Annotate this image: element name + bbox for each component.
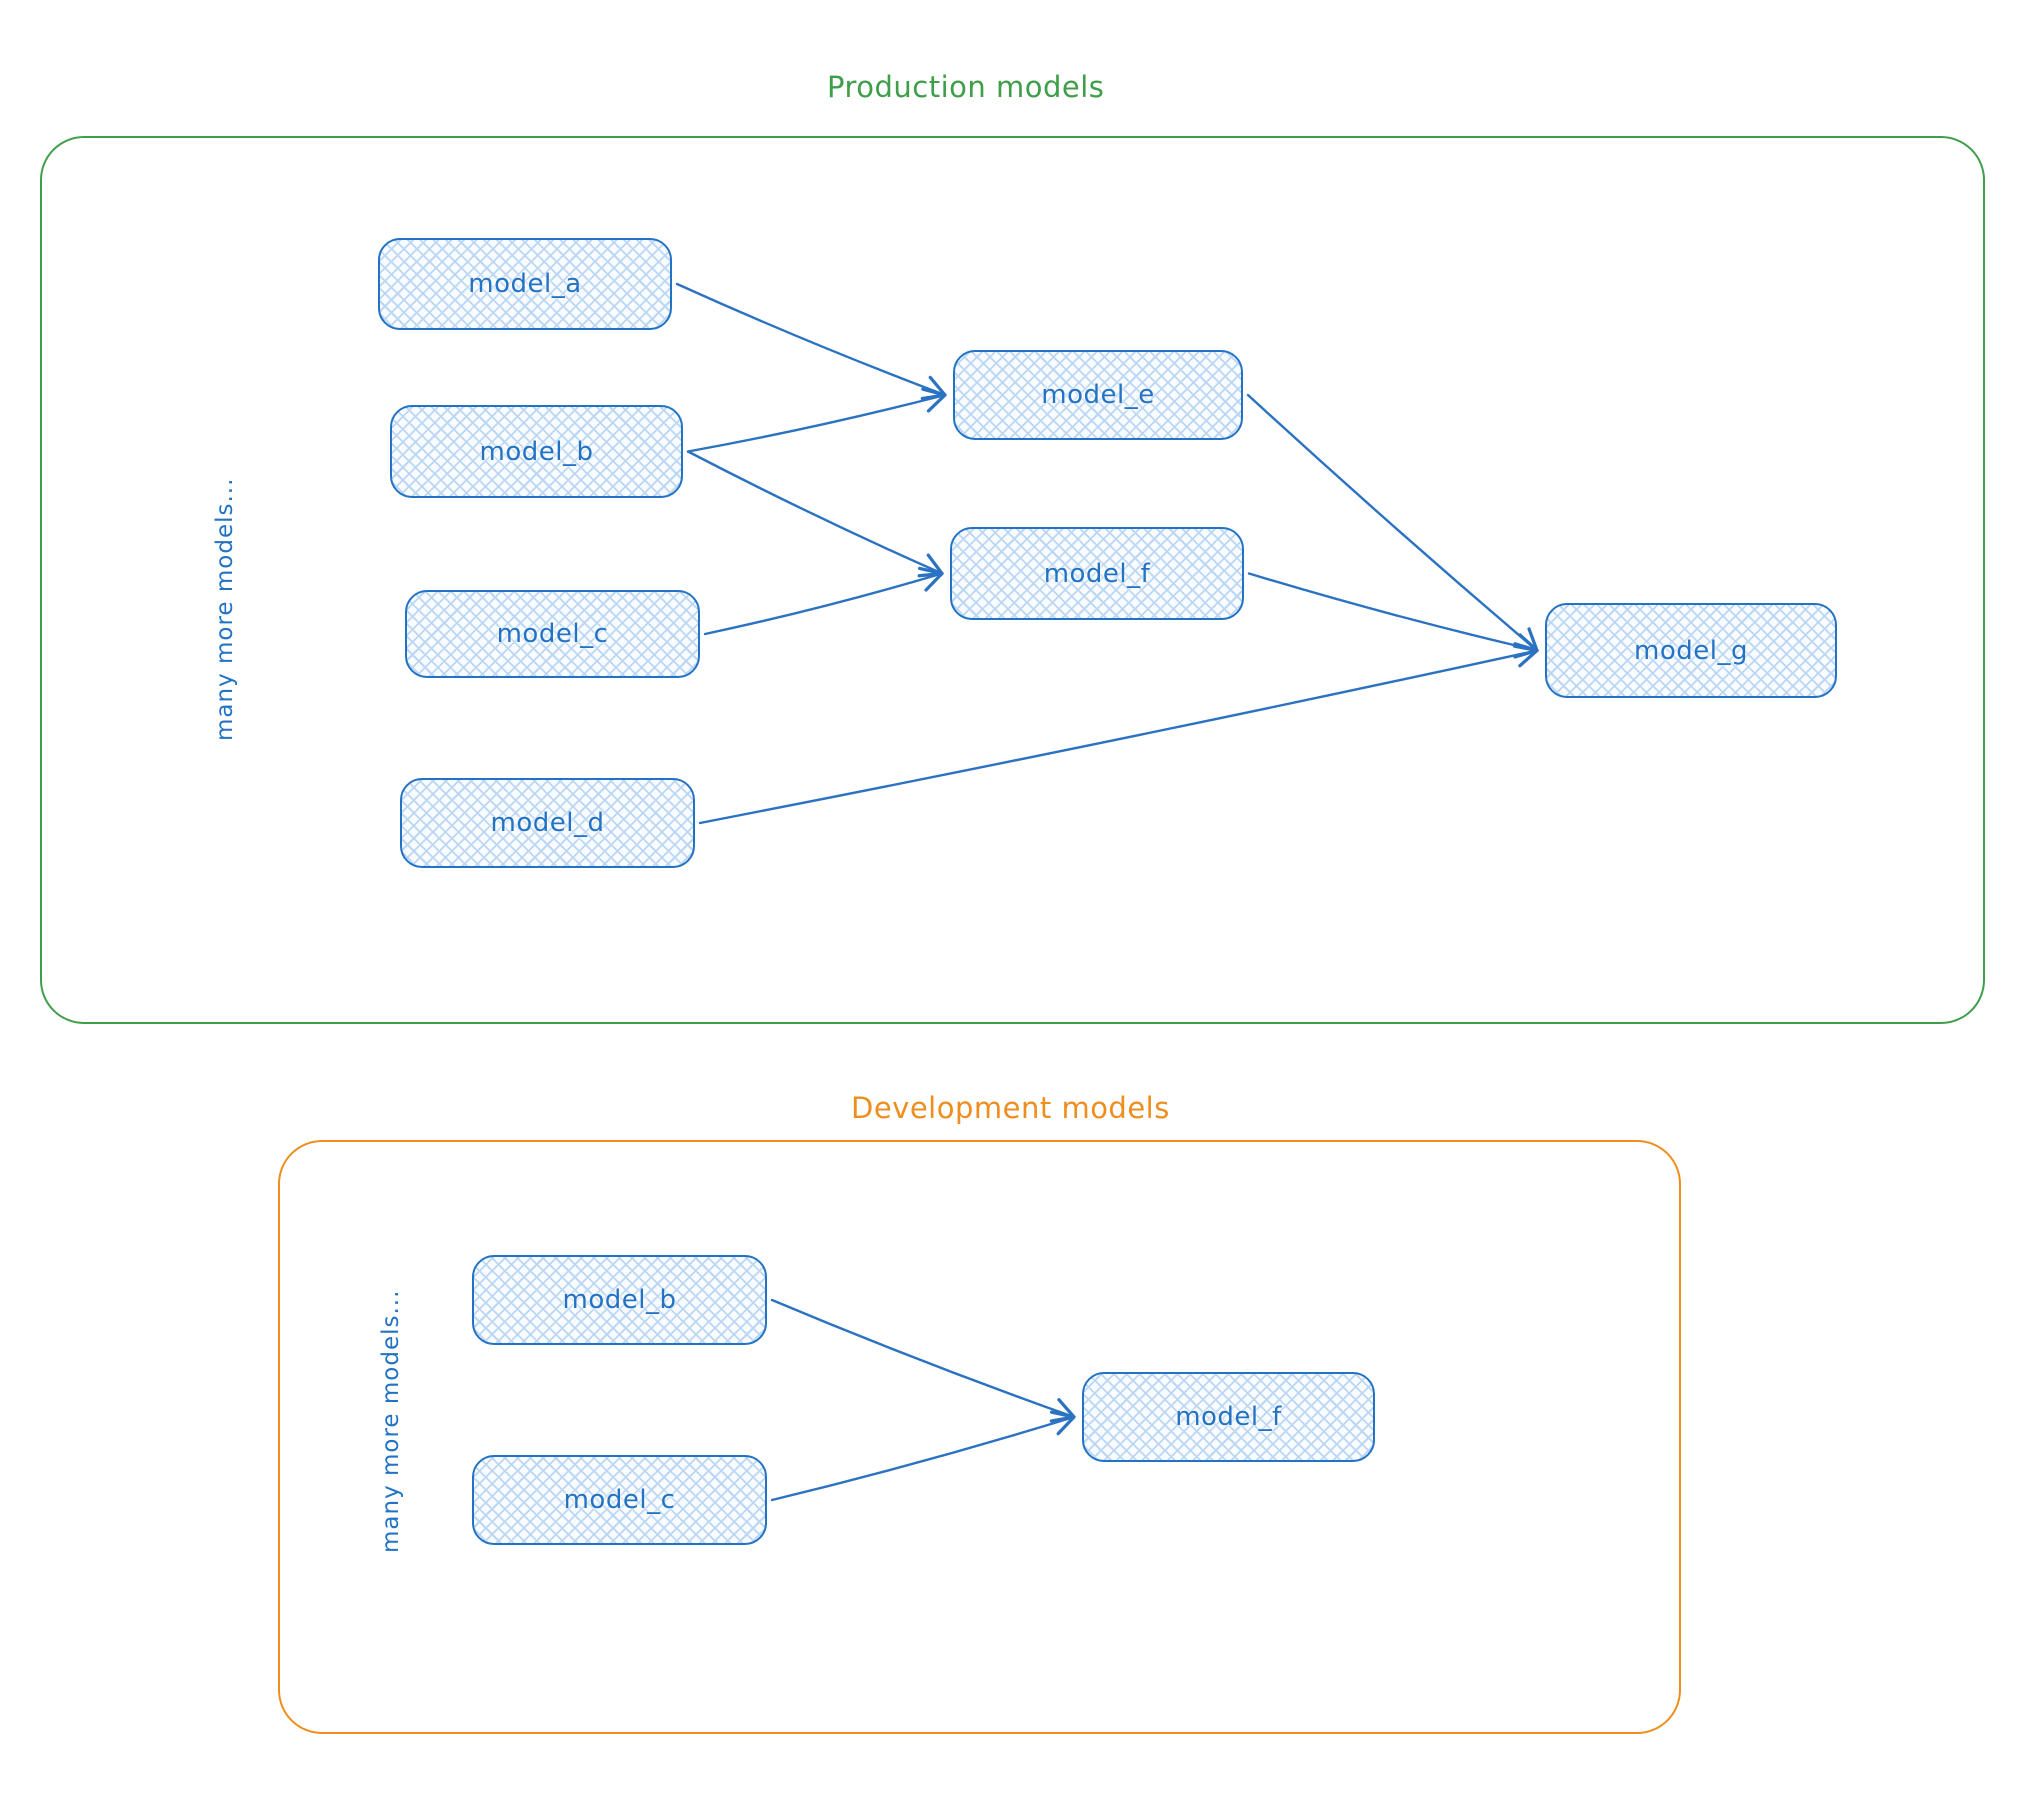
node-production-model-d[interactable]: model_d bbox=[400, 778, 695, 868]
development-frame bbox=[278, 1140, 1681, 1734]
node-label: model_a bbox=[468, 269, 582, 299]
production-frame bbox=[40, 136, 1985, 1024]
node-label: model_b bbox=[562, 1285, 677, 1315]
node-production-model-e[interactable]: model_e bbox=[953, 350, 1243, 440]
development-side-label: many more models... bbox=[378, 1289, 404, 1553]
node-label: model_e bbox=[1041, 380, 1155, 410]
node-label: model_c bbox=[496, 619, 609, 649]
node-label: model_c bbox=[563, 1485, 676, 1515]
node-label: model_b bbox=[479, 436, 594, 467]
node-production-model-a[interactable]: model_a bbox=[378, 238, 672, 330]
production-side-label: many more models... bbox=[212, 477, 238, 741]
node-label: model_g bbox=[1634, 635, 1748, 666]
node-development-model-f[interactable]: model_f bbox=[1082, 1372, 1375, 1462]
node-production-model-b[interactable]: model_b bbox=[390, 405, 683, 498]
node-production-model-c[interactable]: model_c bbox=[405, 590, 700, 678]
development-section-title: Development models bbox=[851, 1091, 1170, 1125]
node-development-model-c[interactable]: model_c bbox=[472, 1455, 767, 1545]
node-label: model_d bbox=[490, 808, 605, 838]
node-production-model-g[interactable]: model_g bbox=[1545, 603, 1837, 698]
production-section-title: Production models bbox=[827, 70, 1105, 104]
node-development-model-b[interactable]: model_b bbox=[472, 1255, 767, 1345]
node-label: model_f bbox=[1175, 1402, 1282, 1432]
node-production-model-f[interactable]: model_f bbox=[950, 527, 1244, 620]
node-label: model_f bbox=[1043, 558, 1151, 589]
